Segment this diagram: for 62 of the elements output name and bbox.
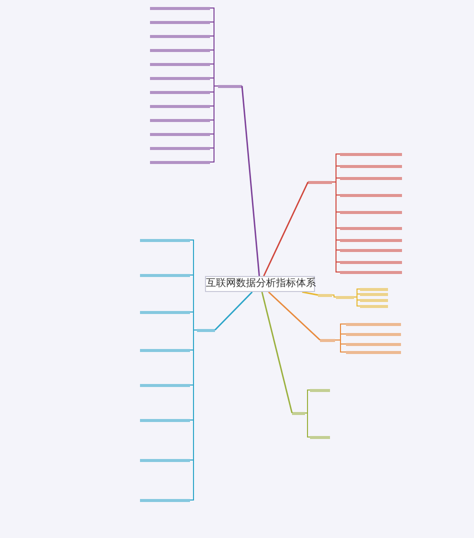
- branch-line: [332, 294, 336, 298]
- branch-line: [210, 86, 218, 162]
- topic-bar: [140, 238, 190, 242]
- topic-bar: [346, 350, 401, 354]
- topic-bar: [150, 118, 210, 122]
- topic-bar: [340, 270, 402, 274]
- topic-bar: [340, 210, 402, 214]
- topic-bar: [150, 104, 210, 108]
- branch-line: [263, 182, 309, 276]
- topic-bar: [336, 296, 354, 298]
- topic-bar: [340, 248, 402, 252]
- topic-bar: [340, 238, 402, 242]
- topic-bar: [150, 20, 210, 24]
- branch-line: [241, 86, 260, 276]
- topic-bar: [340, 176, 402, 180]
- topic-bar: [340, 152, 402, 156]
- topic-bar: [320, 338, 335, 342]
- topic-bar: [150, 48, 210, 52]
- topic-bar: [340, 164, 402, 168]
- central-topic: 互联网数据分析指标体系: [205, 276, 315, 292]
- topic-bar: [318, 294, 332, 296]
- branch-line: [304, 412, 310, 438]
- topic-bar: [150, 160, 210, 164]
- topic-bar: [340, 260, 402, 264]
- branch-line: [354, 294, 360, 298]
- topic-bar: [140, 418, 190, 422]
- branch-line: [268, 291, 320, 341]
- topic-bar: [150, 146, 210, 150]
- topic-bar: [140, 498, 190, 502]
- branch-line: [334, 340, 346, 352]
- branch-line: [190, 330, 198, 500]
- topic-bar: [150, 90, 210, 94]
- topic-bar: [140, 310, 190, 314]
- topic-bar: [340, 194, 402, 196]
- topic-bar: [292, 412, 305, 414]
- topic-bar: [218, 84, 242, 88]
- topic-bar: [340, 226, 402, 230]
- topic-bar: [150, 76, 210, 80]
- branch-line: [354, 296, 360, 306]
- topic-bar: [140, 274, 190, 276]
- topic-bar: [150, 34, 210, 38]
- topic-bar: [346, 342, 401, 346]
- topic-bar: [140, 384, 190, 386]
- topic-bar: [360, 288, 388, 290]
- topic-bar: [150, 6, 210, 10]
- topic-bar: [197, 328, 215, 332]
- branch-line: [261, 292, 293, 414]
- topic-bar: [360, 304, 388, 308]
- topic-bar: [360, 298, 388, 302]
- topic-bar: [346, 322, 401, 326]
- topic-bar: [310, 436, 330, 438]
- topic-bar: [140, 458, 190, 462]
- topic-bar: [310, 388, 330, 392]
- topic-bar: [140, 348, 190, 352]
- topic-bar: [346, 332, 401, 336]
- branch-line: [302, 291, 318, 296]
- topic-bar: [360, 292, 388, 296]
- topic-bar: [150, 62, 210, 66]
- topic-bar: [150, 132, 210, 136]
- topic-bar: [308, 180, 332, 184]
- branch-line: [214, 292, 253, 330]
- branch-line: [304, 390, 310, 414]
